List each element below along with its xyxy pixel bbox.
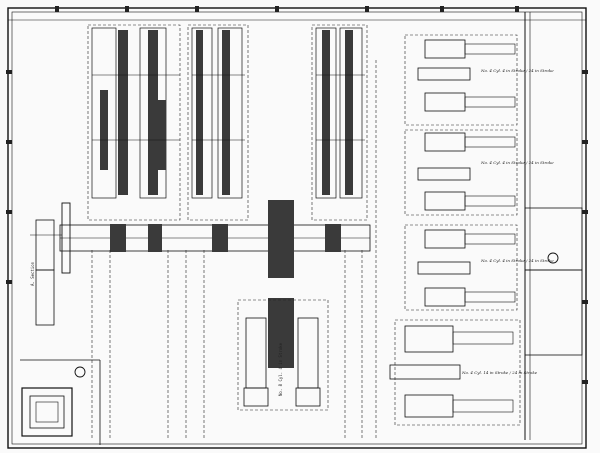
building-walls [7, 7, 587, 449]
label-engine-bottom: No. 4 Cyl. 14 in Stroke / 24 in Stroke [461, 370, 538, 375]
flywheel-icon [30, 202, 71, 326]
label-left-column: A. Section [30, 261, 35, 286]
right-unit-4 [389, 319, 521, 426]
label-engine-middle: No. 4 Cyl. 4 in Stroke / 24 in Stroke [480, 160, 554, 165]
foundation-lines [91, 60, 377, 440]
right-unit-2 [404, 129, 518, 216]
label-engine-upper: No. 4 Cyl. 4 in Stroke / 24 in Stroke [480, 68, 554, 73]
engine-group-right [311, 24, 368, 221]
engine-group-left [87, 24, 181, 221]
right-unit-3 [404, 224, 518, 311]
engine-group-middle [187, 24, 249, 221]
cistern-box [21, 387, 73, 437]
right-unit-1 [404, 34, 518, 126]
wall-posts [6, 6, 588, 384]
lower-center-machines [237, 299, 329, 411]
label-engine-lower: No. 4 Cyl. 4 in Stroke / 24 in Stroke [480, 258, 554, 263]
main-shaft [59, 200, 371, 368]
circle-marker-icon [74, 252, 559, 378]
label-center-column: No. 8 Cyl. 4 in Stroke [278, 342, 283, 396]
